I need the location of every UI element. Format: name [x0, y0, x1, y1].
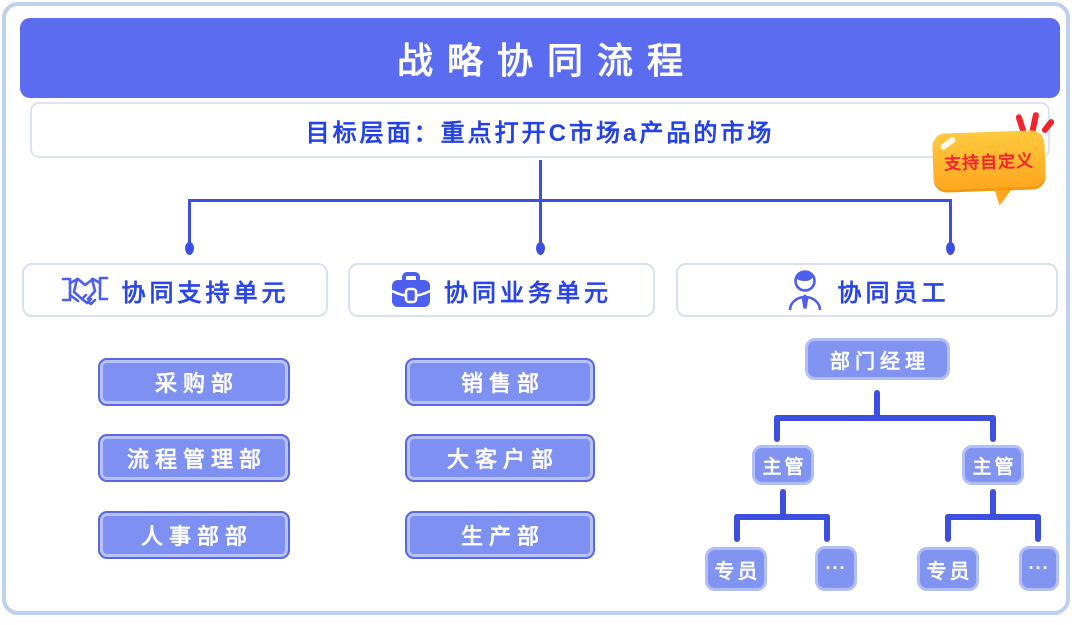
org-node-label: 主管 [762, 456, 807, 478]
tree-connector [774, 415, 780, 442]
tree-connector [945, 514, 951, 542]
org-node-label: 专员 [926, 560, 973, 583]
connector-drop-center [539, 199, 542, 245]
tree-connector [990, 489, 996, 520]
briefcase-icon [391, 272, 431, 307]
handshake-icon [61, 276, 108, 306]
connector-horizontal [188, 199, 952, 202]
tree-connector [874, 390, 880, 421]
org-node-specialist: 专员 [705, 547, 767, 591]
org-node-specialist: 专员 [917, 547, 979, 591]
ellipsis-icon: ··· [1028, 558, 1050, 578]
dept-label: 流程管理部 [126, 447, 267, 472]
tree-connector [990, 415, 996, 442]
connector-drop-right [949, 199, 952, 245]
dept-pill: 生产部 [405, 511, 595, 559]
goal-box: 目标层面：重点打开C市场a产品的市场 [30, 102, 1050, 158]
tree-connector [945, 514, 1041, 520]
connector-dot-icon [946, 242, 955, 255]
org-node-supervisor: 主管 [962, 445, 1024, 485]
dept-pill: 销售部 [405, 358, 595, 406]
page-border [2, 2, 1070, 615]
unit-label: 协同支持单元 [121, 279, 290, 307]
badge-text: 支持自定义 [943, 150, 1035, 174]
unit-box-support: 协同支持单元 [22, 263, 328, 317]
unit-box-business: 协同业务单元 [348, 263, 655, 317]
org-node-supervisor: 主管 [752, 445, 814, 485]
dept-pill: 采购部 [98, 358, 290, 406]
tree-connector [774, 415, 996, 421]
ellipsis-icon: ··· [825, 558, 847, 578]
unit-box-staff: 协同员工 [676, 263, 1058, 317]
connector-dot-icon [536, 242, 545, 255]
tree-connector [734, 514, 830, 520]
org-node-label: 主管 [972, 456, 1017, 478]
goal-text: 目标层面：重点打开C市场a产品的市场 [305, 119, 775, 147]
dept-pill: 流程管理部 [98, 434, 290, 482]
dept-label: 采购部 [154, 371, 239, 396]
org-node-label: 部门经理 [830, 350, 930, 373]
dept-label: 人事部部 [140, 524, 253, 549]
unit-label: 协同员工 [837, 279, 950, 307]
dept-pill: 大客户部 [405, 434, 595, 482]
tree-connector [1035, 514, 1041, 542]
org-node-label: 专员 [714, 560, 761, 583]
diagram-title-bar: 战略协同流程 [20, 18, 1060, 98]
connector-goal-stub [539, 160, 542, 201]
dept-label: 销售部 [460, 371, 545, 396]
tree-connector [780, 489, 786, 520]
dept-label: 生产部 [460, 524, 545, 549]
page-title: 战略协同流程 [396, 40, 697, 81]
org-node-manager: 部门经理 [805, 338, 950, 380]
tree-connector [734, 514, 740, 542]
dept-pill: 人事部部 [98, 511, 290, 559]
spark-icon [1040, 117, 1056, 135]
unit-label: 协同业务单元 [444, 279, 612, 307]
speech-bubble: 支持自定义 [932, 130, 1046, 190]
tree-connector [824, 514, 830, 542]
dept-label: 大客户部 [446, 447, 559, 472]
connector-drop-left [188, 199, 191, 245]
connector-dot-icon [185, 242, 194, 255]
org-node-more: ··· [1019, 546, 1059, 591]
employee-icon [788, 270, 821, 311]
org-node-more: ··· [815, 546, 857, 591]
